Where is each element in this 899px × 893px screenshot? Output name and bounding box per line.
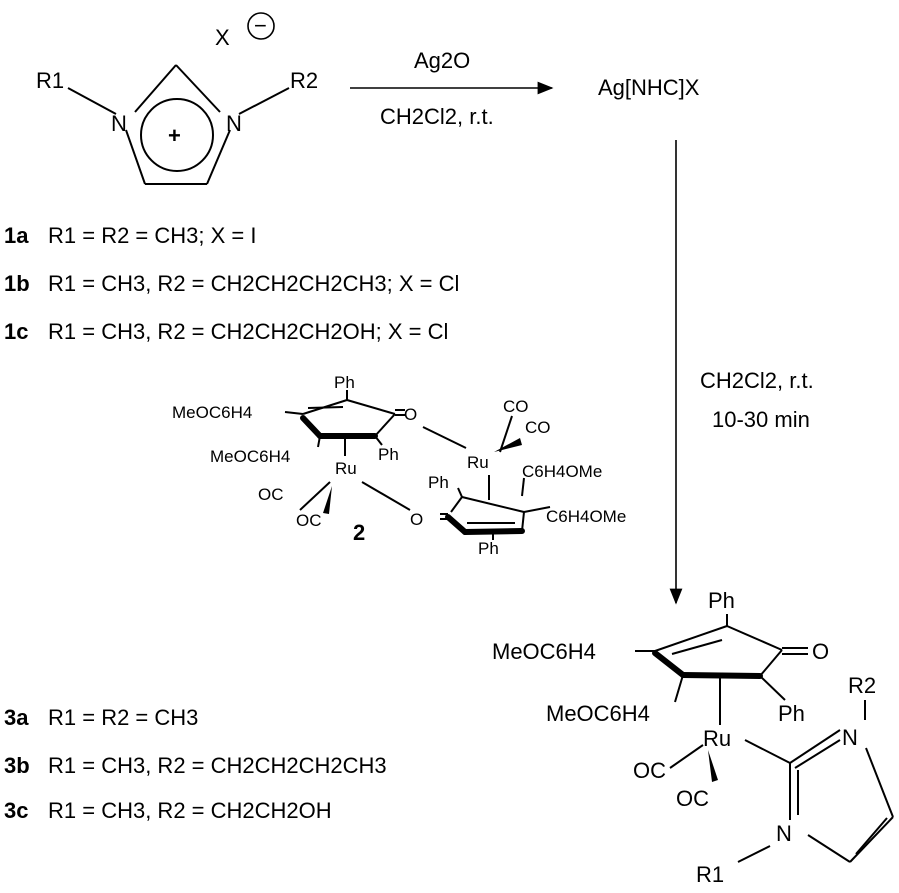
product-3a: 3a R1 = R2 = CH3	[4, 705, 198, 730]
anion-label: X	[215, 25, 230, 50]
cation-charge: +	[168, 123, 181, 148]
dimer-c6h4ome-2: C6H4OMe	[546, 507, 626, 526]
product-3b: 3b R1 = CH3, R2 = CH2CH2CH2CH3	[4, 753, 387, 778]
product-r2: R2	[848, 673, 876, 698]
dimer-ru-2: Ru	[467, 453, 489, 472]
product-r1: R1	[696, 862, 724, 887]
product-n-bottom: N	[776, 821, 792, 846]
dimer-ph-3: Ph	[428, 473, 449, 492]
product-oc-1: OC	[633, 758, 666, 783]
product-ru: Ru	[703, 726, 731, 751]
svg-text:3b: 3b	[4, 753, 30, 778]
product-n-top: N	[842, 725, 858, 750]
svg-text:R1 = CH3, R2 = CH2CH2CH2OH; X: R1 = CH3, R2 = CH2CH2CH2OH; X = Cl	[48, 319, 448, 344]
dimer-ru-1: Ru	[335, 459, 357, 478]
step2-arrow-group: CH2Cl2, r.t. 10-30 min	[669, 140, 814, 605]
svg-text:R1 = CH3, R2 = CH2CH2OH: R1 = CH3, R2 = CH2CH2OH	[48, 798, 332, 823]
step2-time: 10-30 min	[712, 407, 810, 432]
svg-text:R1 = CH3, R2 = CH2CH2CH2CH3: R1 = CH3, R2 = CH2CH2CH2CH3	[48, 753, 387, 778]
dimer-ph-4: Ph	[478, 539, 499, 558]
reactant-1b: 1b R1 = CH3, R2 = CH2CH2CH2CH3; X = Cl	[4, 271, 459, 296]
dimer-c6h4ome-1: C6H4OMe	[522, 462, 602, 481]
dimer-meo-1: MeOC6H4	[172, 403, 252, 422]
dimer-o-2: O	[410, 510, 423, 529]
product-3c: 3c R1 = CH3, R2 = CH2CH2OH	[4, 798, 332, 823]
reactant-1c: 1c R1 = CH3, R2 = CH2CH2CH2OH; X = Cl	[4, 319, 448, 344]
product-o: O	[812, 639, 829, 664]
imidazolium-salt: R1 R2 N N + X −	[36, 12, 318, 185]
step1-arrow-group: Ag2O CH2Cl2, r.t.	[350, 48, 554, 129]
product-ph-2: Ph	[778, 701, 805, 726]
dimer-ph-2: Ph	[378, 445, 399, 464]
anion-charge: −	[254, 13, 267, 38]
svg-text:R1 = R2 = CH3: R1 = R2 = CH3	[48, 705, 198, 730]
product-meo-2: MeOC6H4	[546, 701, 650, 726]
reactant-1a: 1a R1 = R2 = CH3; X = I	[4, 223, 256, 248]
dimer-meo-2: MeOC6H4	[210, 447, 290, 466]
dimer-ph-1: Ph	[334, 373, 355, 392]
product-complex: Ph MeOC6H4 O MeOC6H4 Ph Ru OC OC N N R2 …	[492, 588, 894, 887]
silver-nhc-intermediate: Ag[NHC]X	[598, 75, 700, 100]
dimer-oc-1: OC	[258, 485, 284, 504]
svg-text:R1 = CH3, R2 = CH2CH2CH2CH3; X: R1 = CH3, R2 = CH2CH2CH2CH3; X = Cl	[48, 271, 459, 296]
dimer-oc-2: OC	[296, 511, 322, 530]
step1-conditions: CH2Cl2, r.t.	[380, 104, 494, 129]
dimer-o-1: O	[404, 405, 417, 424]
aromatic-ring-circle	[140, 98, 214, 172]
n-left: N	[111, 111, 127, 136]
r1-label: R1	[36, 68, 64, 93]
svg-text:1c: 1c	[4, 319, 28, 344]
dimer-co-1: CO	[503, 397, 529, 416]
product-oc-2: OC	[676, 786, 709, 811]
svg-text:1b: 1b	[4, 271, 30, 296]
product-ph-1: Ph	[708, 588, 735, 613]
r2-label: R2	[290, 68, 318, 93]
dimer-compound-id: 2	[353, 520, 365, 545]
n-right: N	[226, 111, 242, 136]
anion-charge-circle	[247, 12, 275, 40]
step1-reagent: Ag2O	[414, 48, 470, 73]
dimer-co-2: CO	[525, 418, 551, 437]
step2-conditions: CH2Cl2, r.t.	[700, 368, 814, 393]
ruthenium-dimer: Ph MeOC6H4 MeOC6H4 O Ph Ru OC OC 2 O Ph …	[172, 373, 626, 558]
product-legend: 3a R1 = R2 = CH3 3b R1 = CH3, R2 = CH2CH…	[4, 705, 387, 823]
svg-text:R1 = R2 = CH3; X = I: R1 = R2 = CH3; X = I	[48, 223, 256, 248]
reactant-legend: 1a R1 = R2 = CH3; X = I 1b R1 = CH3, R2 …	[4, 223, 459, 344]
svg-text:3c: 3c	[4, 798, 28, 823]
svg-text:3a: 3a	[4, 705, 29, 730]
product-meo-1: MeOC6H4	[492, 639, 596, 664]
svg-text:1a: 1a	[4, 223, 29, 248]
